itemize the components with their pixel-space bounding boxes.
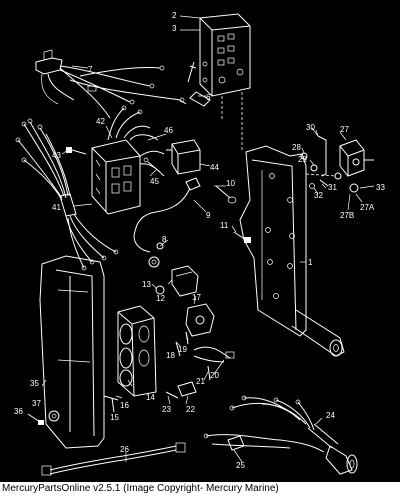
screw-15 [111, 397, 115, 413]
callout-44: 44 [210, 163, 219, 172]
cover-35 [39, 255, 105, 449]
bolt-43 [66, 147, 87, 155]
callout-45: 45 [150, 177, 159, 186]
callout-10: 10 [226, 179, 235, 188]
coil-44 [166, 139, 201, 175]
wiring-harness-7 [35, 49, 185, 119]
callout-43: 43 [52, 151, 61, 160]
callout-27A: 27A [360, 203, 375, 212]
mounting-plate-1 [239, 145, 345, 357]
callout-16: 16 [120, 401, 129, 410]
callout-13: 13 [142, 280, 151, 289]
screw-11 [233, 231, 251, 243]
callout-35: 35 [30, 379, 39, 388]
callout-23: 23 [162, 405, 171, 414]
screw-21 [207, 365, 211, 381]
washer-16 [103, 395, 119, 401]
screw-36 [27, 413, 44, 425]
callout-9: 9 [206, 211, 211, 220]
callout-22: 22 [186, 405, 195, 414]
callout-42: 42 [96, 117, 105, 126]
callout-25: 25 [236, 461, 245, 470]
callout-2: 2 [172, 11, 177, 20]
washer-32 [309, 183, 315, 189]
callout-37: 37 [32, 399, 41, 408]
callout-19: 19 [178, 345, 187, 354]
callout-41: 41 [52, 203, 61, 212]
screw-18 [175, 341, 181, 357]
grommet-37 [48, 410, 60, 422]
callout-46: 46 [164, 126, 173, 135]
coil-pack-14 [117, 305, 157, 397]
rectifier-assembly-42 [91, 105, 165, 215]
callout-8: 8 [162, 235, 167, 244]
callout-27B: 27B [340, 211, 354, 220]
clip-22 [177, 381, 197, 397]
callout-12: 12 [156, 294, 165, 303]
screw-31 [319, 179, 329, 187]
plug-25 [227, 435, 245, 451]
callout-32: 32 [314, 191, 323, 200]
callout-31: 31 [328, 183, 337, 192]
callout-18: 18 [166, 351, 175, 360]
grommet-13 [155, 285, 165, 295]
callout-30: 30 [306, 123, 315, 132]
callout-27: 27 [340, 125, 349, 134]
callout-21: 21 [196, 377, 205, 386]
wire-bundle-41 [15, 118, 119, 271]
module-12 [171, 265, 199, 297]
screw-45 [143, 157, 161, 173]
callout-28: 28 [292, 143, 301, 152]
callout-36: 36 [14, 407, 23, 416]
callout-24: 24 [326, 411, 335, 420]
caption-bar: MercuryPartsOnline v2.5.1 (Image Copyrig… [0, 482, 400, 496]
callout-15: 15 [110, 413, 119, 422]
callout-1: 1 [308, 258, 313, 267]
callout-17: 17 [192, 293, 201, 302]
terminal-20 [193, 346, 235, 363]
callouts: 2 3 7 6 42 46 43 44 45 41 10 9 8 11 1 13… [14, 11, 385, 470]
callout-29: 29 [298, 155, 307, 164]
callout-3: 3 [172, 24, 177, 33]
callout-20: 20 [210, 371, 219, 380]
plug-cable-9 [133, 177, 237, 268]
callout-7: 7 [88, 65, 93, 74]
solenoid-27 [334, 139, 374, 193]
nut-29 [310, 164, 318, 172]
callout-11: 11 [220, 221, 229, 230]
switch-box-module [179, 13, 251, 107]
cable-26 [41, 442, 186, 476]
leader-lines [41, 15, 375, 463]
plate-17 [185, 303, 215, 337]
exploded-parts-diagram: 2 3 7 6 42 46 43 44 45 41 10 9 8 11 1 13… [14, 11, 385, 476]
copyright-caption: MercuryPartsOnline v2.5.1 (Image Copyrig… [2, 483, 279, 494]
bracket-30 [311, 127, 327, 177]
callout-6: 6 [206, 93, 211, 102]
callout-26: 26 [120, 445, 129, 454]
callout-33: 33 [376, 183, 385, 192]
callout-14: 14 [146, 393, 155, 402]
harness-24 [203, 395, 358, 475]
screw-23 [165, 391, 179, 399]
